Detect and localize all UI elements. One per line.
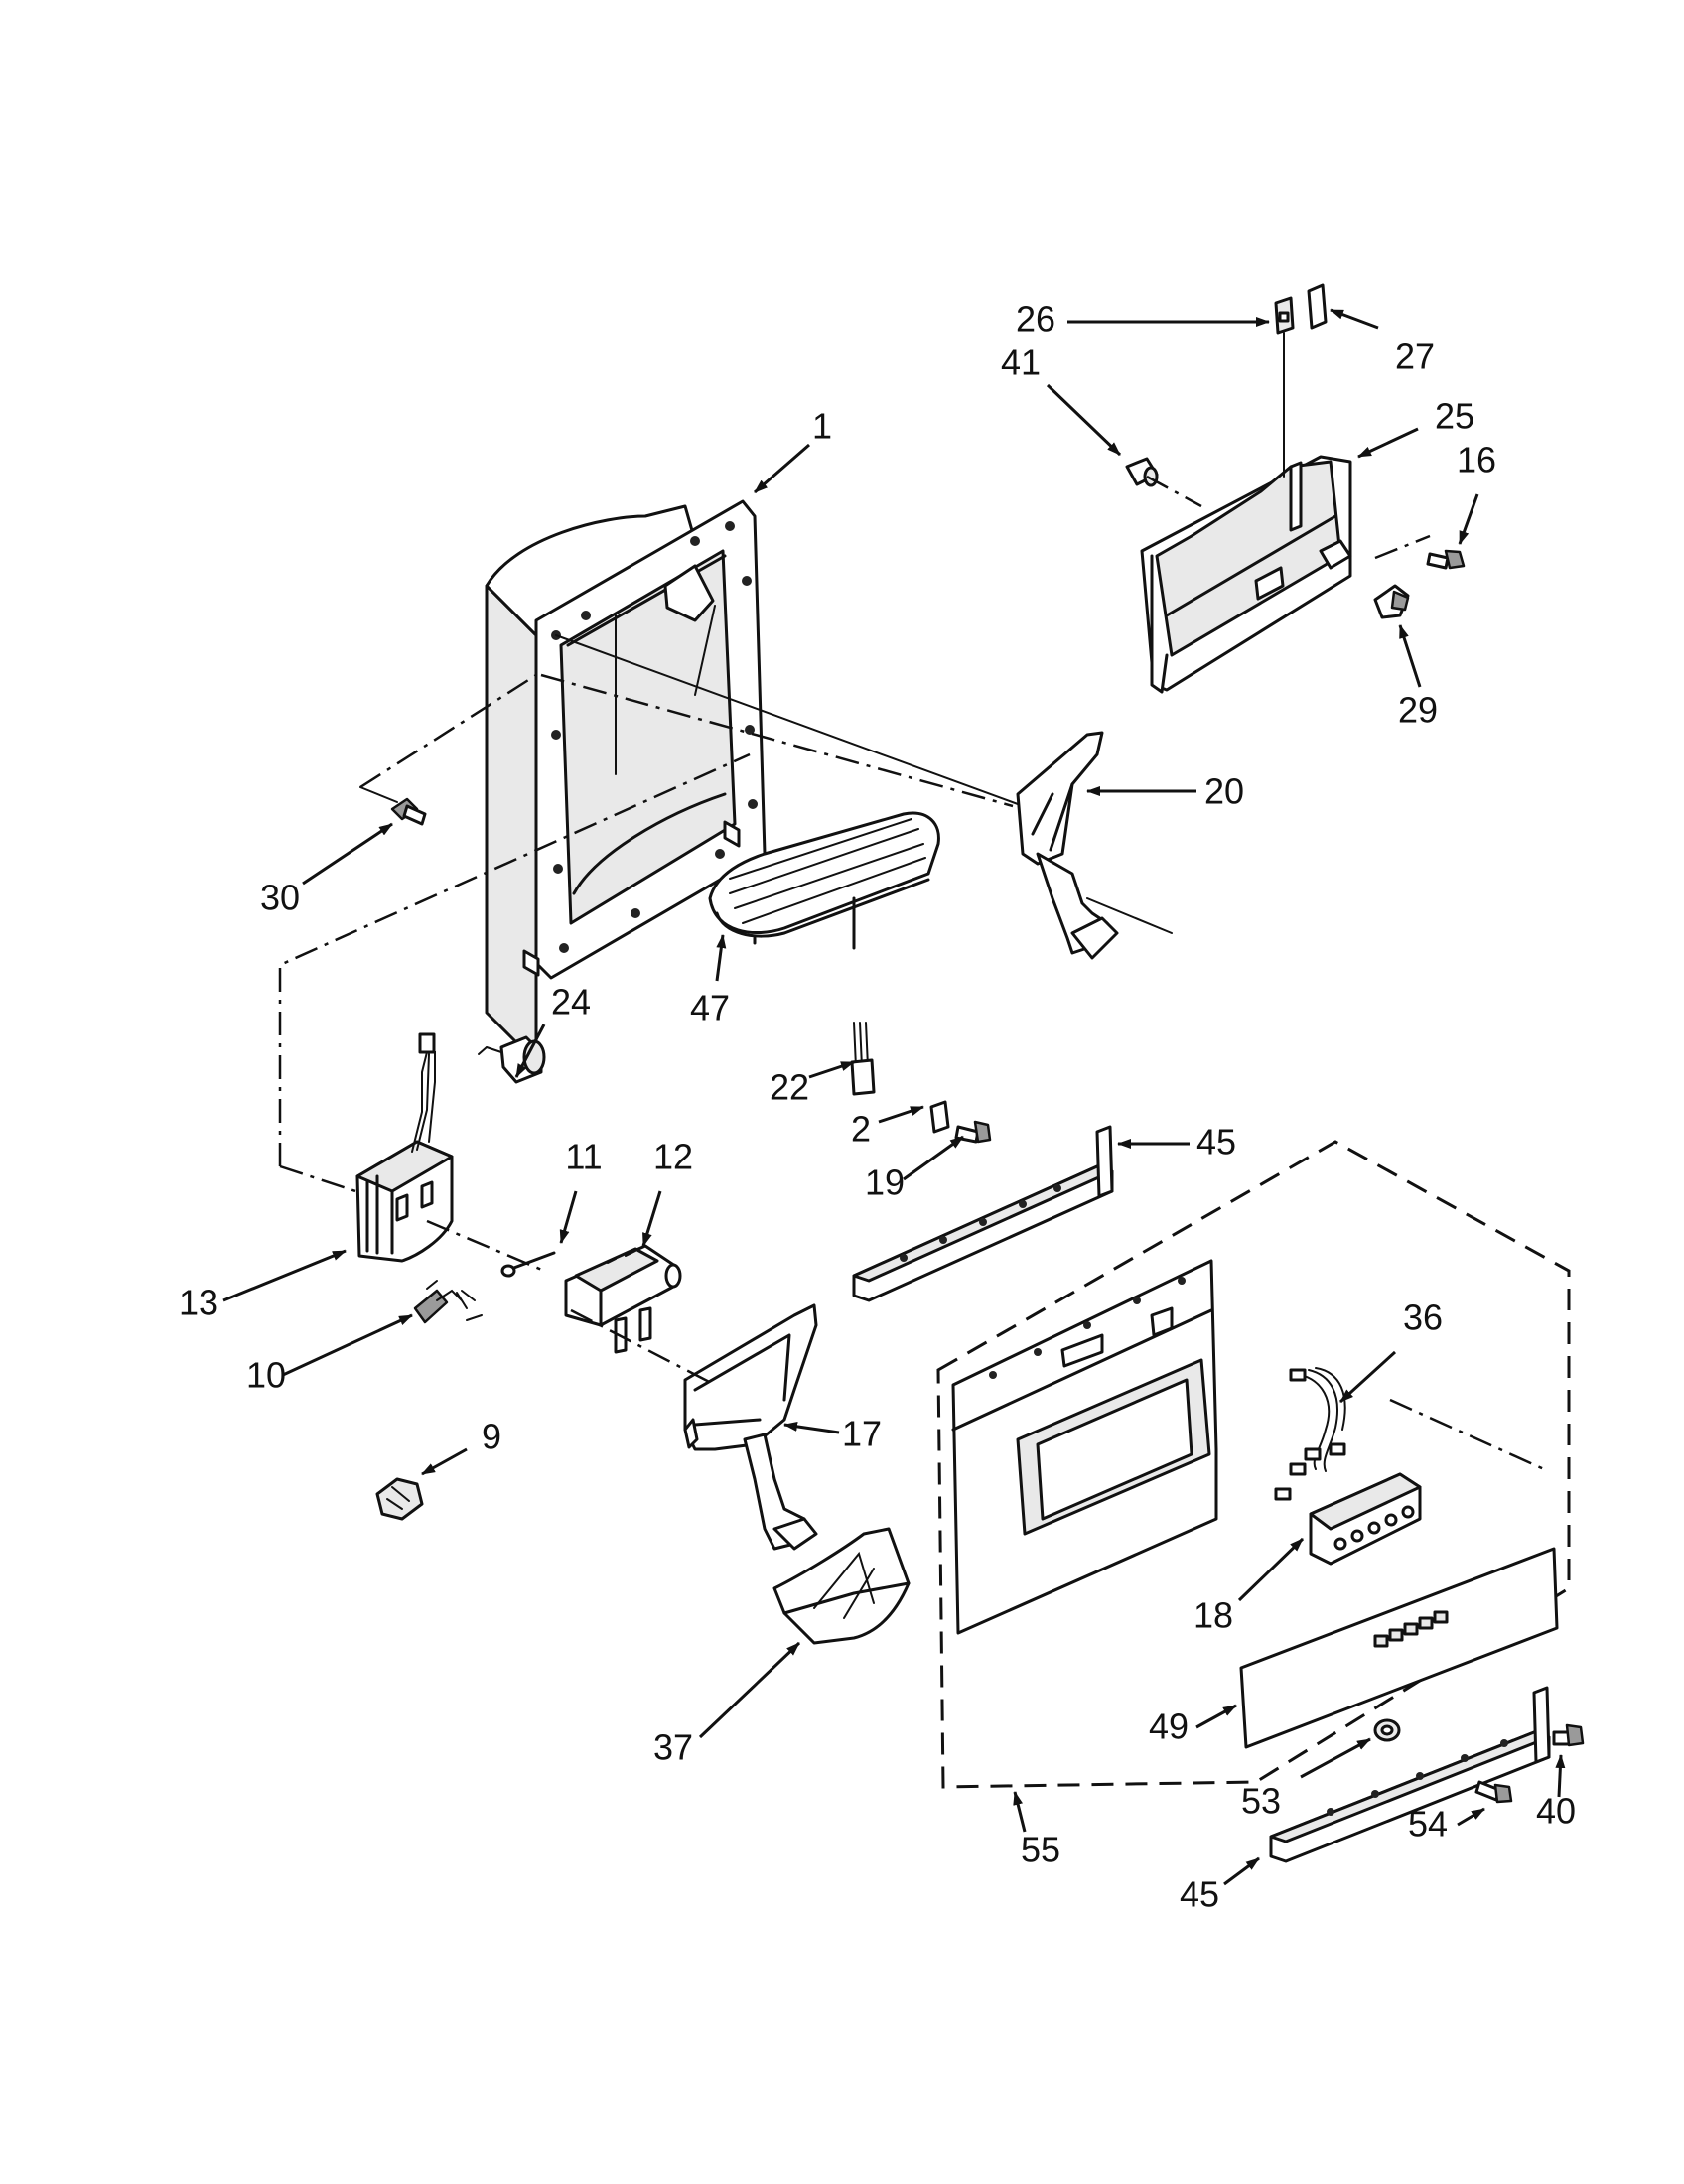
part-47-grille xyxy=(708,811,940,950)
label-part-20: 20 xyxy=(1204,771,1244,812)
part-54-screw xyxy=(1474,1780,1513,1804)
label-part-55: 55 xyxy=(1021,1830,1060,1870)
part-22-clip xyxy=(850,1022,876,1096)
label-part-10: 10 xyxy=(246,1355,286,1396)
label-part-45-lower: 45 xyxy=(1180,1874,1219,1915)
label-part-22: 22 xyxy=(770,1067,809,1108)
part-labels: 1 26 27 41 25 16 29 20 30 47 24 22 2 19 … xyxy=(179,299,1576,1915)
label-part-30: 30 xyxy=(260,878,300,918)
part-40-screw xyxy=(1552,1723,1585,1747)
label-part-13: 13 xyxy=(179,1283,218,1323)
assembly-lines xyxy=(278,332,1545,1471)
label-part-26: 26 xyxy=(1016,299,1055,340)
label-part-29: 29 xyxy=(1398,690,1438,731)
part-17-water-lever xyxy=(683,1303,818,1551)
part-29-connector xyxy=(1373,584,1410,619)
part-26-switch xyxy=(1274,296,1295,335)
label-part-54: 54 xyxy=(1408,1804,1448,1844)
part-18-switch-board xyxy=(1309,1472,1422,1566)
part-49-overlay xyxy=(1239,1547,1559,1749)
part-30-screw xyxy=(390,797,427,826)
label-part-45-upper: 45 xyxy=(1196,1122,1236,1162)
label-part-24: 24 xyxy=(551,982,591,1023)
label-part-16: 16 xyxy=(1457,440,1496,480)
label-part-25: 25 xyxy=(1435,396,1474,437)
label-part-9: 9 xyxy=(482,1417,501,1457)
label-part-41: 41 xyxy=(1001,342,1041,383)
part-53-knob xyxy=(1373,1718,1401,1742)
label-part-49: 49 xyxy=(1149,1706,1189,1747)
part-10-spring xyxy=(413,1280,483,1324)
label-part-17: 17 xyxy=(842,1414,882,1454)
part-13-actuator xyxy=(355,1032,454,1263)
label-part-12: 12 xyxy=(653,1137,693,1177)
label-part-2: 2 xyxy=(851,1109,871,1150)
label-part-36: 36 xyxy=(1403,1297,1443,1338)
part-11-pin xyxy=(500,1251,556,1278)
label-part-1: 1 xyxy=(812,406,832,447)
part-45-upper-rail xyxy=(852,1125,1114,1302)
leader-arrows xyxy=(222,308,1566,1886)
part-36-wire-harness xyxy=(1274,1367,1346,1501)
part-27-insulator xyxy=(1307,283,1328,330)
part-9-nut xyxy=(375,1477,424,1521)
part-2-bracket xyxy=(929,1100,950,1134)
label-part-27: 27 xyxy=(1395,337,1435,377)
part-19-screw xyxy=(954,1120,992,1144)
part-25-control-housing xyxy=(1140,455,1352,694)
label-part-11: 11 xyxy=(565,1137,602,1177)
part-55-panel-assembly xyxy=(936,1140,1571,1789)
label-part-37: 37 xyxy=(653,1727,693,1768)
part-45-lower-rail xyxy=(1269,1686,1551,1863)
label-part-53: 53 xyxy=(1241,1781,1281,1822)
label-part-18: 18 xyxy=(1193,1595,1233,1636)
part-12-hinge xyxy=(564,1244,682,1354)
part-37-funnel xyxy=(772,1527,911,1645)
part-55-front-bezel xyxy=(951,1259,1218,1635)
part-16-screw xyxy=(1426,549,1466,570)
label-part-19: 19 xyxy=(865,1162,905,1203)
label-part-40: 40 xyxy=(1536,1791,1576,1832)
part-1-housing xyxy=(485,499,767,1054)
part-20-lever xyxy=(1016,731,1119,960)
part-41-plug xyxy=(1125,457,1159,487)
label-part-47: 47 xyxy=(690,988,730,1028)
